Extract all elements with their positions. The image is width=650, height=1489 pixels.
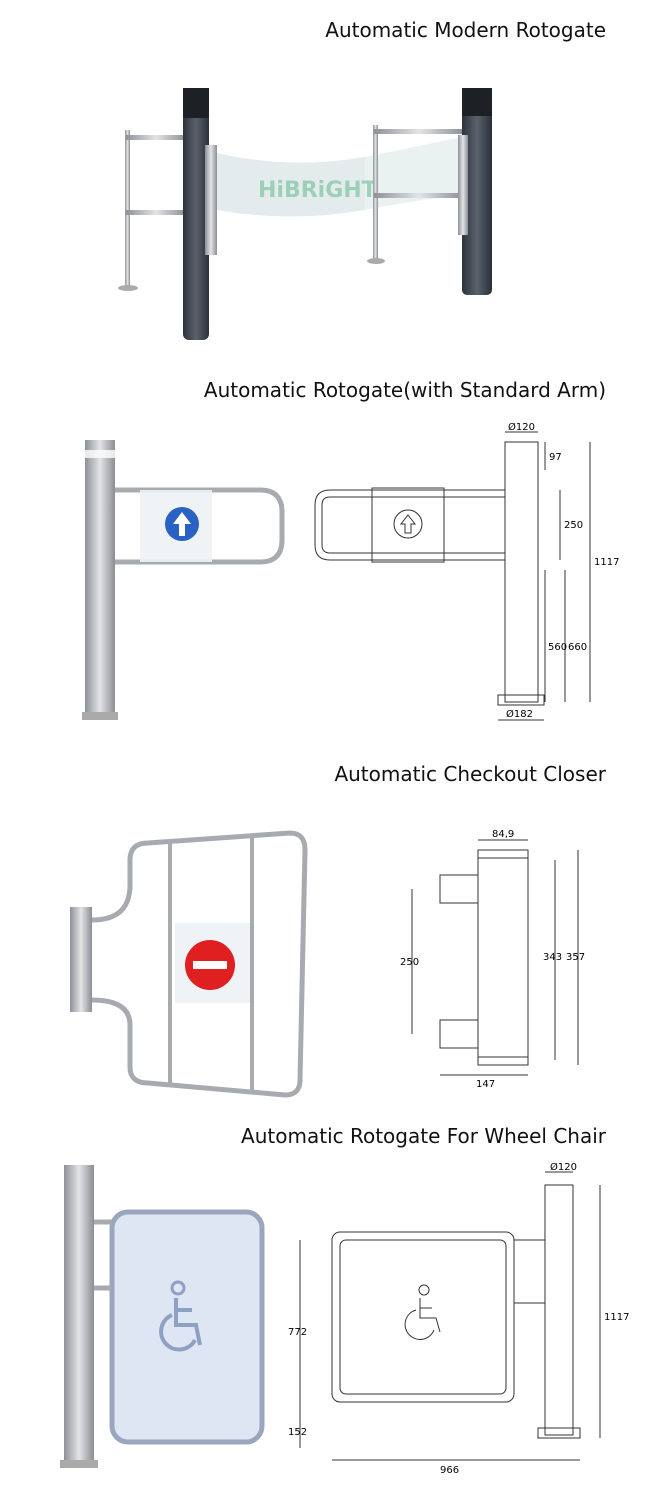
wheelchair-rotogate-drawing xyxy=(299,1171,601,1461)
dim-772: 772 xyxy=(288,1327,307,1338)
standard-arm-figure: Ø120 97 250 1117 560 660 Ø182 xyxy=(82,421,619,721)
dim-966: 966 xyxy=(440,1465,459,1476)
section-title-checkout-closer: Automatic Checkout Closer xyxy=(334,762,606,786)
standard-arm-drawing xyxy=(314,431,591,721)
dim-357: 357 xyxy=(566,952,585,963)
dim-84-9: 84,9 xyxy=(492,829,514,840)
checkout-closer-photo xyxy=(70,830,308,1098)
section-title-modern-rotogate: Automatic Modern Rotogate xyxy=(325,18,606,42)
wheelchair-rotogate-figure: Ø120 772 1117 152 966 xyxy=(60,1161,629,1476)
dim-97: 97 xyxy=(549,452,562,463)
dim-1117: 1117 xyxy=(604,1312,629,1323)
left-glass-panel xyxy=(217,153,365,217)
dim-343: 343 xyxy=(543,952,562,963)
right-glass-panel xyxy=(365,137,462,210)
dim-diameter-top: Ø120 xyxy=(508,421,535,433)
standard-arm-photo xyxy=(82,440,285,720)
dim-diameter-top: Ø120 xyxy=(550,1161,577,1173)
dim-1117: 1117 xyxy=(594,557,619,568)
dim-152: 152 xyxy=(288,1427,307,1438)
dim-147: 147 xyxy=(476,1079,495,1090)
dim-250: 250 xyxy=(564,520,583,531)
checkout-closer-drawing xyxy=(411,839,579,1076)
dim-diameter-base: Ø182 xyxy=(506,708,533,720)
right-post xyxy=(462,90,492,295)
wheelchair-rotogate-photo xyxy=(60,1165,265,1468)
section-title-standard-arm: Automatic Rotogate(with Standard Arm) xyxy=(203,378,606,402)
left-post xyxy=(183,90,209,340)
checkout-closer-figure: 84,9 250 343 357 147 xyxy=(70,829,585,1098)
brand-watermark: HiBRiGHT xyxy=(258,178,377,203)
dim-250: 250 xyxy=(400,957,419,968)
dim-560: 560 xyxy=(548,642,567,653)
section-title-wheelchair: Automatic Rotogate For Wheel Chair xyxy=(241,1124,606,1148)
dim-660: 660 xyxy=(568,642,587,653)
modern-rotogate-photo: HiBRiGHT xyxy=(118,88,492,340)
